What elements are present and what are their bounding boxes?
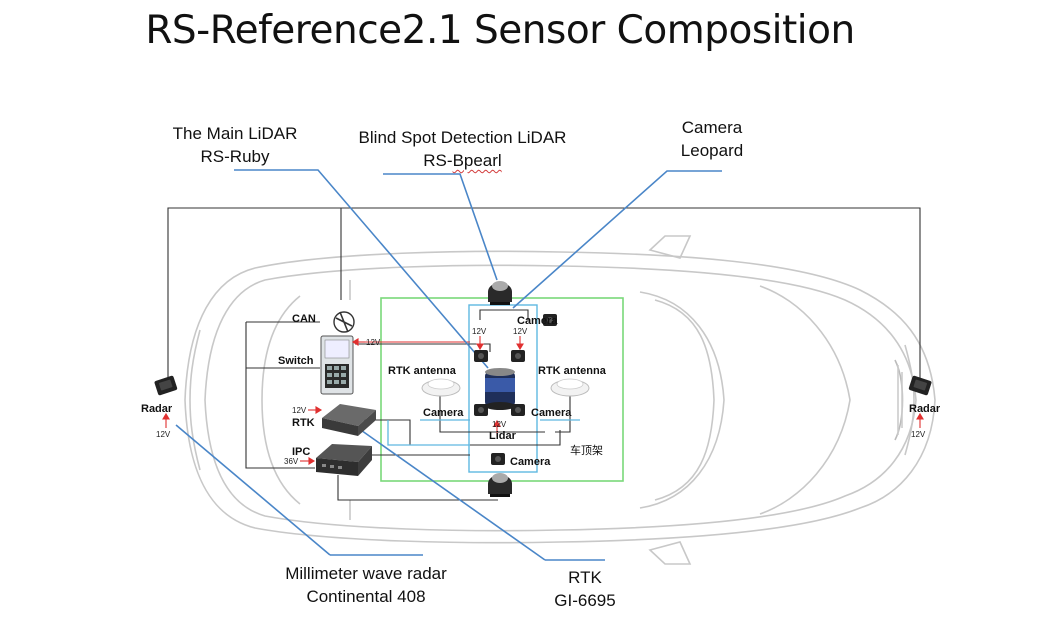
callout-radar: Millimeter wave radar Continental 408 bbox=[255, 562, 477, 608]
label-camera-top: Camera bbox=[517, 315, 558, 327]
callout-blind-spot-line2: RS-Bpearl bbox=[335, 149, 590, 172]
callout-blind-spot-prefix: RS- bbox=[423, 151, 453, 170]
page-title: RS-Reference2.1 Sensor Composition bbox=[145, 8, 855, 53]
main-lidar-icon bbox=[485, 368, 515, 410]
label-radar-left: Radar bbox=[141, 403, 173, 415]
callout-rtk-line1: RTK bbox=[568, 568, 602, 587]
ipc-device-icon bbox=[316, 444, 372, 476]
power-arrows bbox=[162, 336, 924, 465]
bpearl-top-icon bbox=[488, 281, 512, 305]
label-rtk-antenna-right: RTK antenna bbox=[538, 365, 607, 377]
callout-rtk-line2: GI-6695 bbox=[554, 591, 616, 610]
camera-icon-front bbox=[543, 314, 557, 326]
label-can: CAN bbox=[292, 313, 316, 325]
label-rtk-antenna-left: RTK antenna bbox=[388, 365, 457, 377]
voltage-rtk: 12V bbox=[292, 406, 307, 415]
camera-icon-top-left bbox=[474, 350, 488, 362]
camera-icon-top-right bbox=[511, 350, 525, 362]
label-radar-right: Radar bbox=[909, 403, 941, 415]
camera-icon-mid-left bbox=[474, 404, 488, 416]
camera-icon-mid-right bbox=[511, 404, 525, 416]
rtk-antenna-left-icon bbox=[421, 378, 461, 397]
camera-icon-rear bbox=[491, 453, 505, 465]
label-roof-rack: 车顶架 bbox=[570, 443, 603, 457]
radar-left-icon bbox=[154, 375, 178, 396]
voltage-radar-right: 12V bbox=[911, 430, 926, 439]
callout-camera-line1: Camera bbox=[681, 118, 743, 137]
label-rtk: RTK bbox=[292, 417, 315, 429]
callout-camera: Camera Leopard bbox=[660, 116, 764, 162]
callout-blind-spot-word: Bpearl bbox=[452, 151, 502, 170]
voltage-camera-left: 12V bbox=[472, 327, 487, 336]
label-camera-mid-left: Camera bbox=[423, 407, 464, 419]
rtk-receiver-icon bbox=[322, 404, 376, 436]
label-switch: Switch bbox=[278, 355, 314, 367]
callout-main-lidar-line2: RS-Ruby bbox=[200, 147, 270, 166]
label-camera-mid-right: Camera bbox=[531, 407, 572, 419]
label-lidar: Lidar bbox=[489, 430, 517, 442]
callout-radar-line1: Millimeter wave radar bbox=[285, 564, 447, 583]
voltage-radar-left: 12V bbox=[156, 430, 171, 439]
radar-right-icon bbox=[908, 375, 932, 396]
callout-radar-line2: Continental 408 bbox=[306, 587, 426, 606]
label-camera-bottom: Camera bbox=[510, 456, 551, 468]
wiring bbox=[167, 207, 921, 501]
callout-blind-spot-lidar: Blind Spot Detection LiDAR RS-Bpearl bbox=[335, 126, 590, 172]
callout-camera-line2: Leopard bbox=[680, 141, 744, 160]
bpearl-bottom-icon bbox=[488, 473, 512, 497]
voltage-lidar: 12V bbox=[492, 420, 507, 429]
callout-main-lidar-line1: The Main LiDAR bbox=[172, 124, 298, 143]
voltage-camera-right: 12V bbox=[513, 327, 528, 336]
can-device-icon bbox=[333, 311, 355, 333]
label-ipc: IPC bbox=[292, 446, 310, 458]
callout-blind-spot-line1: Blind Spot Detection LiDAR bbox=[358, 128, 567, 147]
car-outline bbox=[184, 235, 936, 565]
callout-main-lidar: The Main LiDAR RS-Ruby bbox=[150, 122, 320, 168]
voltage-switch: 12V bbox=[366, 338, 381, 347]
callout-leaders bbox=[175, 169, 722, 561]
switch-device-icon bbox=[320, 335, 354, 395]
camera-wiring bbox=[387, 419, 580, 446]
rtk-antenna-right-icon bbox=[550, 378, 590, 397]
voltage-ipc: 36V bbox=[284, 457, 299, 466]
callout-rtk: RTK GI-6695 bbox=[540, 566, 630, 612]
